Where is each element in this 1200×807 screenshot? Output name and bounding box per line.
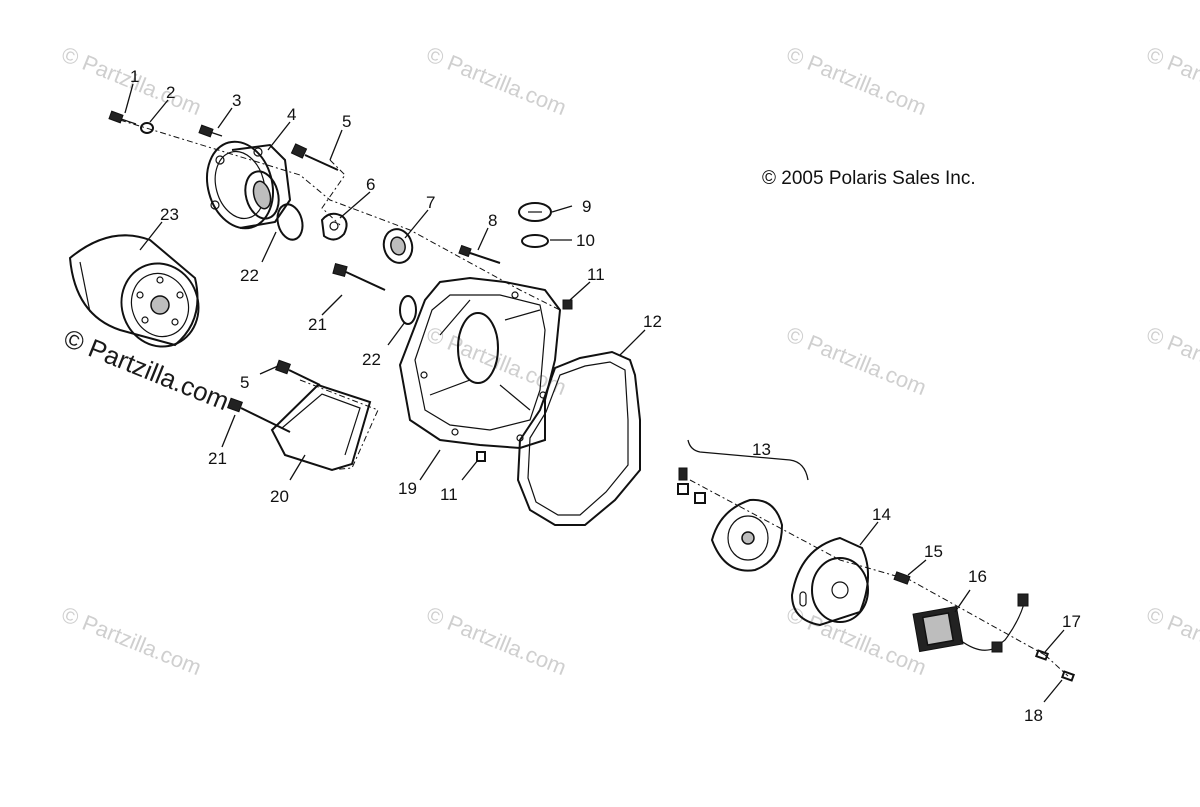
leader-lines [124, 83, 1065, 703]
callout-21b: 21 [208, 449, 227, 468]
part-8-bolt [458, 244, 501, 264]
part-6-gasket [320, 212, 348, 241]
callout-5b: 5 [240, 373, 249, 392]
part-11-dowel-upper [562, 299, 573, 310]
watermarks: © Partzilla.com © Partzilla.com © Partzi… [58, 41, 1200, 680]
part-12-gasket [516, 350, 641, 526]
part-4-filter-cover [206, 140, 292, 230]
callout-19: 19 [398, 479, 417, 498]
part-7-seal [382, 228, 414, 264]
part-13-bracket [687, 439, 809, 481]
watermark: © Partzilla.com [783, 41, 930, 120]
part-1-bolt [108, 110, 137, 125]
part-15-screw [893, 571, 911, 585]
part-21-bolt-lower [227, 397, 291, 433]
callout-17: 17 [1062, 612, 1081, 631]
callout-12: 12 [643, 312, 662, 331]
callout-10: 10 [576, 231, 595, 250]
part-14-rotor [790, 536, 870, 627]
part-3-bolt [198, 124, 223, 138]
part-16-stator [912, 593, 1029, 653]
callout-9: 9 [582, 197, 591, 216]
callout-21a: 21 [308, 315, 327, 334]
callout-5a: 5 [342, 112, 351, 131]
watermark: © Partzilla.com [1143, 601, 1200, 680]
callout-15: 15 [924, 542, 943, 561]
part-18-screw [1060, 670, 1076, 682]
watermark: © Partzilla.com [1143, 321, 1200, 400]
callout-2: 2 [166, 83, 175, 102]
part-13-flywheel-parts [677, 467, 784, 572]
callout-23: 23 [160, 205, 179, 224]
part-19-case-cover [398, 276, 562, 450]
watermark: © Partzilla.com [58, 601, 205, 680]
watermark: © Partzilla.com [783, 321, 930, 400]
part-9-plug [518, 202, 552, 222]
part-10-oring [521, 234, 549, 248]
callout-6: 6 [366, 175, 375, 194]
callout-16: 16 [968, 567, 987, 586]
part-23-oil-filter [68, 234, 200, 348]
callout-4: 4 [287, 105, 296, 124]
watermark: © Partzilla.com [423, 601, 570, 680]
part-17-screw [1034, 649, 1050, 661]
callout-14: 14 [872, 505, 891, 524]
callout-18: 18 [1024, 706, 1043, 725]
watermark: © Partzilla.com [423, 41, 570, 120]
part-22-oring-upper [276, 203, 304, 241]
callout-22b: 22 [362, 350, 381, 369]
callout-13: 13 [752, 440, 771, 459]
watermark: © Partzilla.com [1143, 41, 1200, 120]
part-5-bolt-lower [275, 359, 321, 386]
callout-8: 8 [488, 211, 497, 230]
callout-22a: 22 [240, 266, 259, 285]
part-22-oring-lower [399, 295, 417, 325]
callout-11a: 11 [587, 265, 605, 284]
assembly-centerlines [119, 119, 1069, 677]
callout-1: 1 [130, 67, 139, 86]
part-20-guard [270, 383, 372, 472]
part-11-dowel-lower [476, 451, 486, 462]
copyright-text: © 2005 Polaris Sales Inc. [762, 168, 976, 189]
callout-20: 20 [270, 487, 289, 506]
part-21-bolt-upper [332, 263, 386, 291]
part-5-bolt-upper [290, 143, 339, 171]
callout-7: 7 [426, 193, 435, 212]
callout-11b: 11 [440, 485, 458, 504]
callout-3: 3 [232, 91, 241, 110]
part-2-washer [140, 122, 154, 134]
callouts: 1 2 3 4 5 6 7 8 9 10 11 12 13 14 15 16 1… [130, 67, 1081, 725]
